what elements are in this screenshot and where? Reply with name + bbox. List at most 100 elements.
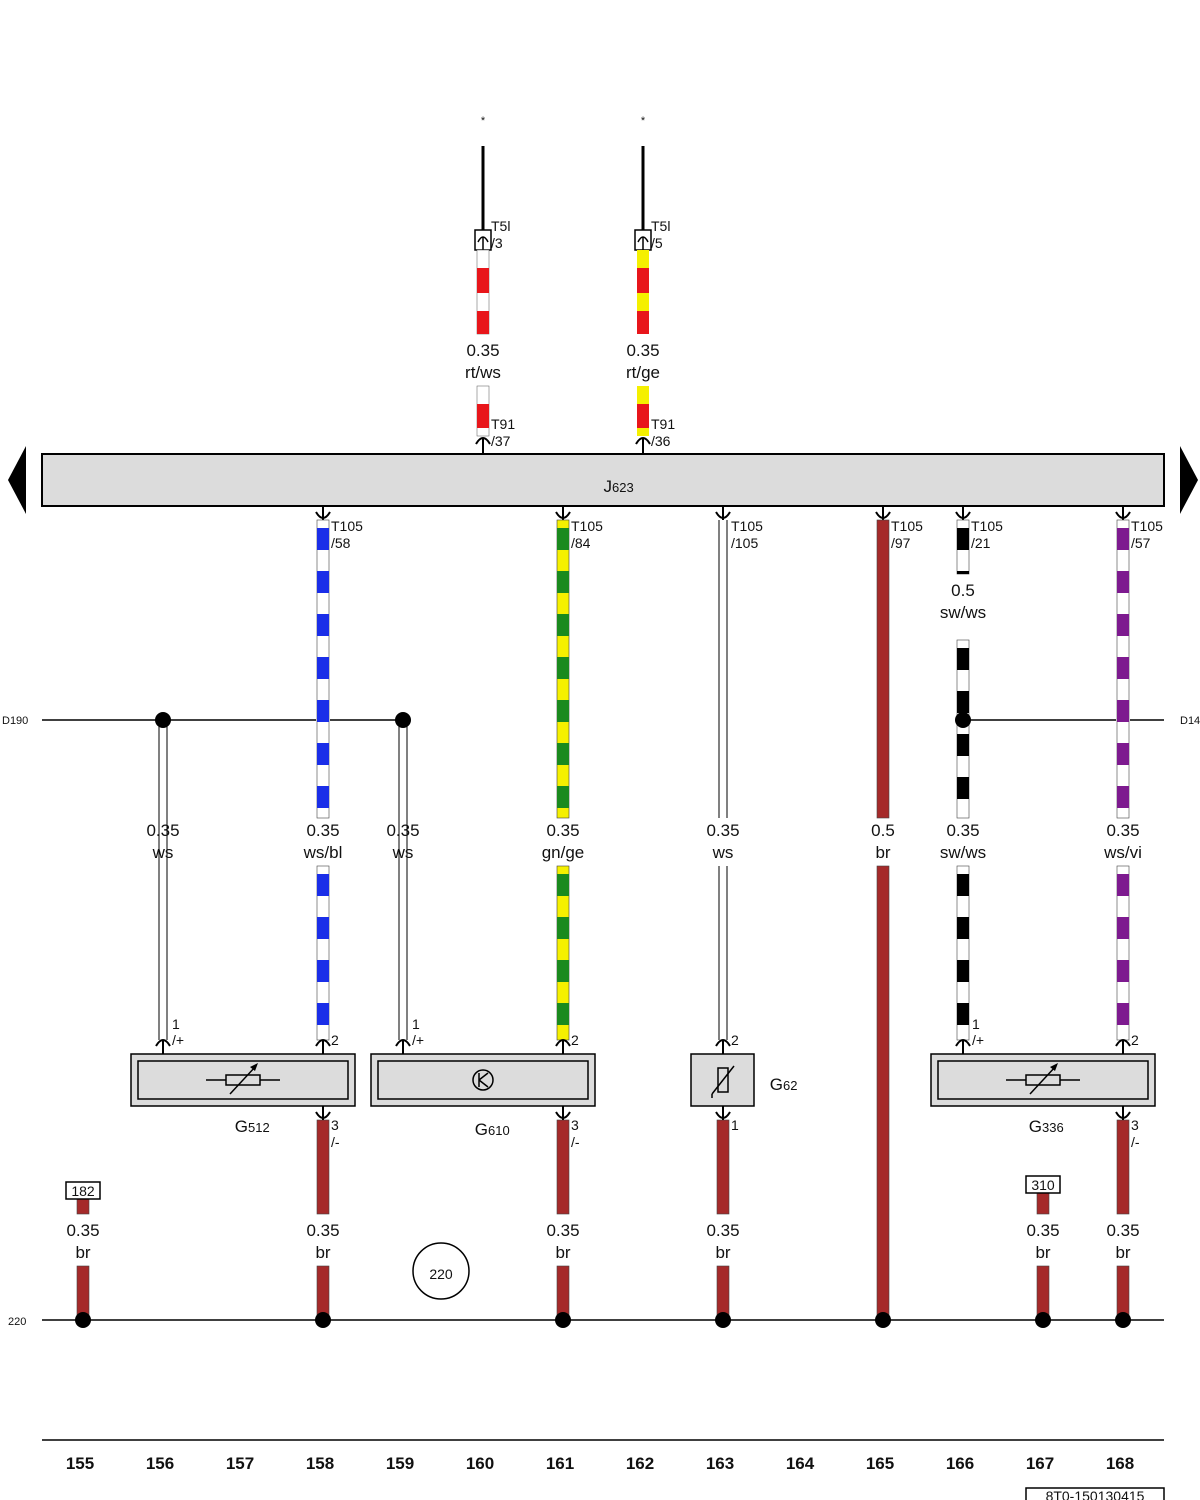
component-g610 (370, 1053, 596, 1107)
connector-label: T5l (491, 218, 510, 234)
wire-ws-bl (316, 519, 330, 819)
ground-pin-number: 1 (731, 1117, 739, 1133)
ecu-pin-connector: T105 (891, 518, 923, 534)
ground-point-label: 220 (429, 1266, 453, 1282)
thermistor-icon (711, 1065, 735, 1098)
component-pin-sign: /+ (972, 1032, 984, 1048)
ecu-bottom-pins (315, 506, 1131, 520)
wire-color-label: ws (152, 843, 174, 862)
component-index: 610 (488, 1123, 510, 1138)
wire-ws (718, 520, 728, 818)
wire-br (1036, 1265, 1050, 1321)
wire-color-label: br (1115, 1243, 1130, 1262)
wire-gauge-label: 0.35 (146, 821, 179, 840)
column-number: 163 (706, 1454, 734, 1473)
column-number: 158 (306, 1454, 334, 1473)
ecu-index: 623 (612, 480, 634, 495)
ecu-j623-box (41, 453, 1165, 507)
wire-gauge-label: 0.35 (1106, 821, 1139, 840)
wire-br (716, 1265, 730, 1321)
connector-t5l-5 (634, 229, 652, 251)
ref-label: 310 (1031, 1177, 1055, 1193)
wire-rt-ws-lower (476, 385, 490, 437)
doc-id: 8T0-150130415 (1046, 1488, 1145, 1500)
wire-gauge-label: 0.35 (1106, 1221, 1139, 1240)
ground-point-circle (412, 1242, 470, 1300)
ecu-name: J (604, 477, 613, 496)
ground-bus-label: 220 (8, 1316, 26, 1328)
component-name: G (770, 1075, 783, 1094)
column-number: 164 (786, 1454, 815, 1473)
wire-br (716, 1119, 730, 1215)
wire-color-label: br (555, 1243, 570, 1262)
ecu-pin-number: /57 (1131, 535, 1151, 551)
connector-pin-label: /3 (491, 235, 503, 251)
wire-br (1116, 1265, 1130, 1321)
ecu-pin-connector: T105 (731, 518, 763, 534)
wire-gauge-label: 0.35 (626, 341, 659, 360)
component-index: 336 (1042, 1120, 1064, 1135)
top-marker: * (481, 115, 486, 127)
junction-dot (395, 712, 411, 728)
wire-gauge-label: 0.35 (386, 821, 419, 840)
ecu-pin-number: /36 (651, 433, 671, 449)
component-g62 (690, 1053, 755, 1107)
column-number: 155 (66, 1454, 94, 1473)
connector-t5l-3 (474, 229, 492, 251)
wire-color-label: br (715, 1243, 730, 1262)
ecu-pin-number: /105 (731, 535, 758, 551)
component-g336 (930, 1053, 1156, 1107)
column-number: 165 (866, 1454, 894, 1473)
ground-junctions (75, 1312, 1131, 1328)
ecu-pin-number: /37 (491, 433, 511, 449)
ecu-pin-connector: T105 (971, 518, 1003, 534)
column-number: 168 (1106, 1454, 1134, 1473)
wire-gn-ge (556, 519, 570, 819)
wire-rt-ge-lower (637, 386, 649, 436)
ecu-pin-number: /58 (331, 535, 351, 551)
component-pin-number: 2 (1131, 1032, 1139, 1048)
wire-color-label: br (875, 843, 890, 862)
wire-ws-bl (316, 865, 330, 1041)
wire-group (76, 519, 1130, 1321)
ref-label: 182 (71, 1183, 95, 1199)
wire-ws-vi (1116, 519, 1130, 819)
wire-ws (718, 866, 728, 1040)
wire-br (316, 1119, 330, 1215)
wire-br (876, 519, 890, 819)
wire-gauge-label: 0.35 (466, 341, 499, 360)
component-input-pins (155, 1039, 1131, 1054)
ground-pin-number: 3 (571, 1117, 579, 1133)
component-index: 62 (783, 1078, 797, 1093)
junction-dot (955, 712, 971, 728)
wire-color-label: ws/bl (303, 843, 343, 862)
wire-rt-ws-upper (476, 249, 490, 335)
wire-br (1116, 1119, 1130, 1215)
page-left-arrow[interactable] (8, 446, 26, 514)
component-name: G (1029, 1117, 1042, 1136)
wire-gauge-label: 0.35 (546, 1221, 579, 1240)
wire-gauge-label: 0.35 (706, 1221, 739, 1240)
ground-pin-sign: /- (1131, 1134, 1140, 1150)
wire-ws-vi (1116, 865, 1130, 1041)
component-pin-sign: /+ (172, 1032, 184, 1048)
component-pin-number: 1 (972, 1016, 980, 1032)
bus-label-left: D190 (2, 715, 28, 727)
ground-pin-sign: /- (571, 1134, 580, 1150)
wire-sw-ws (956, 639, 970, 819)
component-ground-pins (315, 1106, 1131, 1120)
column-number: 166 (946, 1454, 974, 1473)
ecu-pin-number: /21 (971, 535, 991, 551)
column-number: 159 (386, 1454, 414, 1473)
column-number: 162 (626, 1454, 654, 1473)
ref-box-310 (1025, 1175, 1061, 1194)
ecu-pin-connector: T105 (571, 518, 603, 534)
ecu-pin-number: /97 (891, 535, 911, 551)
page-right-arrow[interactable] (1180, 446, 1198, 514)
wire-color-label: rt/ge (626, 363, 660, 382)
wire-color-label: ws/vi (1103, 843, 1142, 862)
column-number: 160 (466, 1454, 494, 1473)
wire-gauge-label: 0.5 (951, 581, 975, 600)
wire-br (556, 1119, 570, 1215)
